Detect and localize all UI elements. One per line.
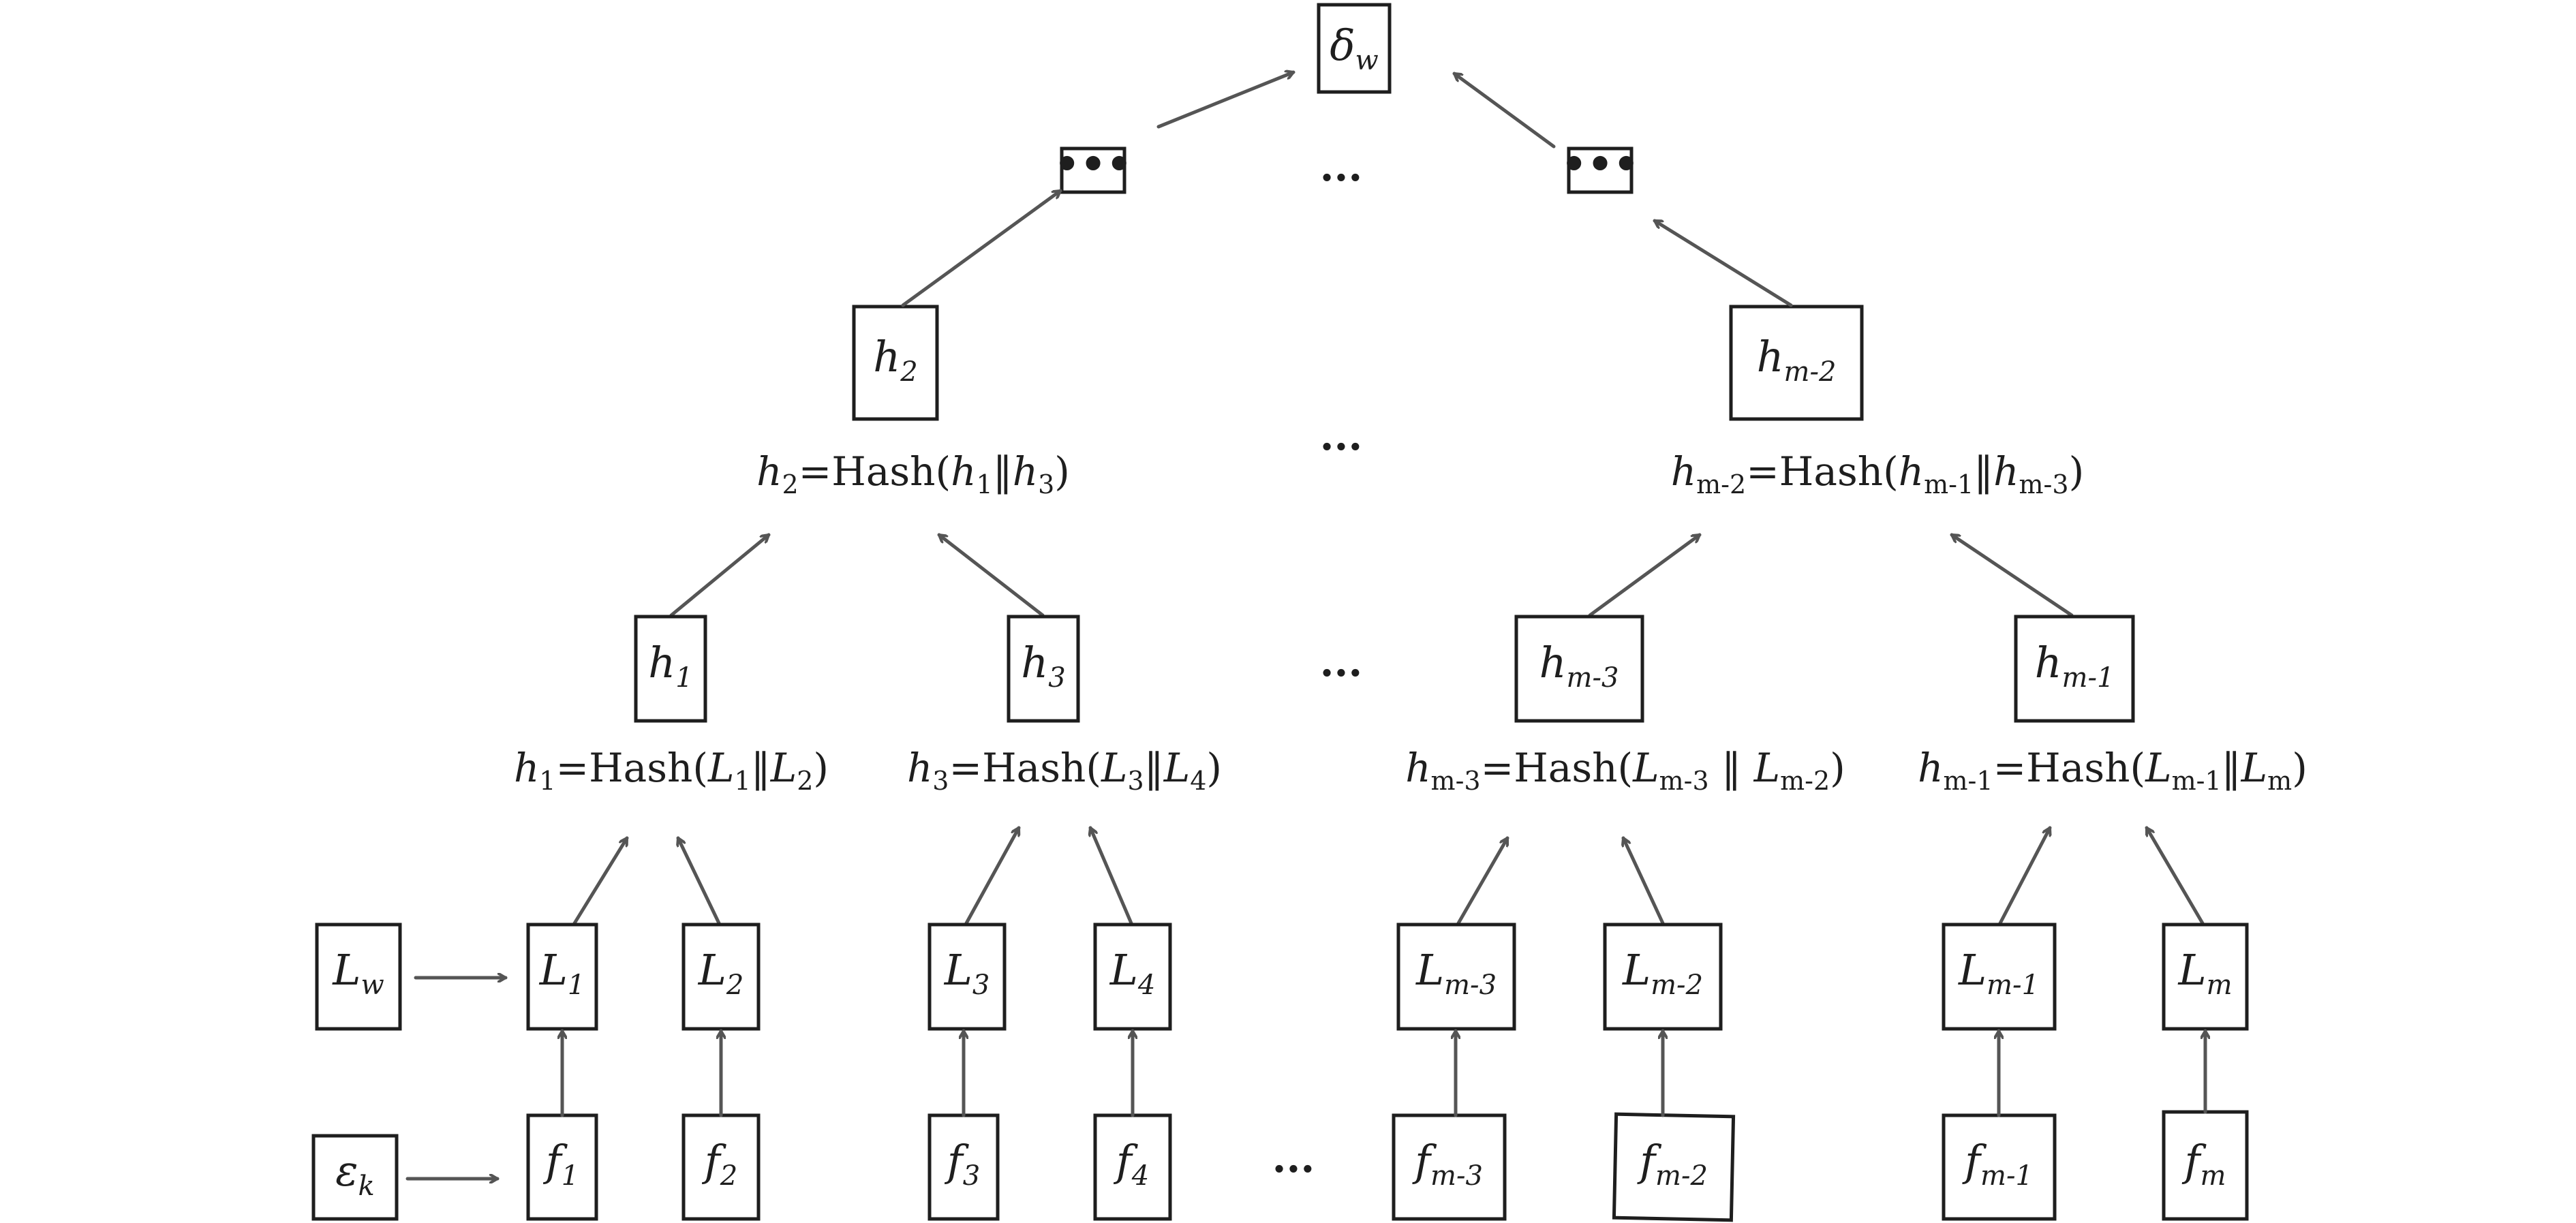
ellipsis-level1: ... bbox=[1320, 638, 1363, 686]
node-h-m-2: hm-2 bbox=[1729, 305, 1864, 421]
arrow-L-m-3-up bbox=[1456, 838, 1509, 925]
arrow-L4-up bbox=[1090, 828, 1133, 925]
leaf-L4: L4 bbox=[1093, 923, 1172, 1031]
arrow-h-m-3-up bbox=[1588, 533, 1700, 617]
node-h2: h2 bbox=[852, 305, 939, 421]
svg-text:εk: εk bbox=[335, 1146, 375, 1202]
svg-text:•••: ••• bbox=[1561, 141, 1639, 189]
node-h-m-1: hm-1 bbox=[2014, 615, 2135, 723]
svg-text:h3: h3 bbox=[1021, 638, 1065, 694]
svg-text:fm-3: fm-3 bbox=[1412, 1136, 1483, 1192]
file-f3: f3 bbox=[927, 1113, 1000, 1221]
root-node: δw bbox=[1317, 3, 1392, 94]
svg-text:Lm: Lm bbox=[2177, 945, 2232, 1001]
file-f4: f4 bbox=[1093, 1113, 1172, 1221]
leaf-L3: L3 bbox=[927, 923, 1007, 1031]
svg-text:f1: f1 bbox=[543, 1136, 579, 1192]
formula-h-m-3: hm-3=Hash(Lm-3 ‖ Lm-2) bbox=[1405, 745, 1845, 796]
node-h1: h1 bbox=[634, 615, 707, 723]
arrow-h1-up bbox=[669, 535, 769, 617]
formula-h-m-2: hm-2=Hash(hm-1‖hm-3) bbox=[1671, 448, 2084, 499]
leaf-L-m: Lm bbox=[2162, 923, 2249, 1031]
file-f1: f1 bbox=[526, 1113, 598, 1221]
arrow-L1-up bbox=[572, 838, 629, 925]
svg-text:hm-3: hm-3 bbox=[1539, 638, 1619, 694]
file-f-m-1: fm-1 bbox=[1942, 1113, 2057, 1221]
file-f-m-3: fm-3 bbox=[1392, 1113, 1507, 1221]
formula-h-m-1: hm-1=Hash(Lm-1‖Lm) bbox=[1918, 745, 2307, 796]
node-h3: h3 bbox=[1007, 615, 1080, 723]
node-epsilon-k: εk bbox=[311, 1134, 399, 1221]
svg-text:Lm-2: Lm-2 bbox=[1622, 945, 1703, 1001]
leaf-L-m-2: Lm-2 bbox=[1603, 923, 1723, 1031]
formula-h1: h1=Hash(L1‖L2) bbox=[514, 745, 829, 796]
svg-text:δw: δw bbox=[1330, 20, 1379, 76]
svg-text:h1: h1 bbox=[648, 638, 692, 694]
file-f-m: fm bbox=[2162, 1110, 2249, 1221]
svg-text:•••: ••• bbox=[1054, 141, 1132, 189]
svg-text:h2: h2 bbox=[873, 332, 917, 388]
svg-text:L3: L3 bbox=[944, 945, 990, 1001]
arrow-to-root-right bbox=[1454, 72, 1556, 149]
leaf-L-m-1: Lm-1 bbox=[1942, 923, 2057, 1031]
ellipsis-files: ... bbox=[1272, 1134, 1315, 1182]
svg-text:Lm-3: Lm-3 bbox=[1415, 945, 1497, 1001]
arrow-L-m-up bbox=[2145, 828, 2205, 925]
svg-text:hm-2: hm-2 bbox=[1757, 332, 1837, 388]
node-h-m-3: hm-3 bbox=[1514, 615, 1644, 723]
svg-text:f4: f4 bbox=[1114, 1136, 1149, 1192]
svg-text:L4: L4 bbox=[1109, 945, 1156, 1001]
arrow-h-m-2-up bbox=[1655, 219, 1793, 307]
formula-h2: h2=Hash(h1‖h3) bbox=[756, 448, 1070, 499]
svg-text:Lw: Lw bbox=[332, 945, 384, 1001]
svg-text:L2: L2 bbox=[698, 945, 744, 1001]
file-f-m-2: fm-2 bbox=[1612, 1112, 1736, 1222]
file-f2: f2 bbox=[681, 1113, 761, 1221]
arrow-L-m-2-up bbox=[1623, 838, 1665, 925]
svg-text:fm: fm bbox=[2182, 1136, 2226, 1192]
arrow-to-root-left bbox=[1156, 72, 1293, 129]
arrow-L-m-1-up bbox=[1998, 828, 2050, 925]
ellipsis-level2: ... bbox=[1320, 412, 1363, 460]
formula-h3: h3=Hash(L3‖L4) bbox=[907, 745, 1222, 796]
root-label: δ bbox=[1330, 20, 1355, 70]
leaf-Lw: Lw bbox=[315, 923, 402, 1031]
root-sub: w bbox=[1355, 45, 1379, 76]
leaf-L1: L1 bbox=[526, 923, 598, 1031]
leaf-L-m-3: Lm-3 bbox=[1396, 923, 1516, 1031]
ellipsis-top: ... bbox=[1320, 143, 1363, 191]
svg-text:Lm-1: Lm-1 bbox=[1958, 945, 2039, 1001]
svg-text:L1: L1 bbox=[539, 945, 585, 1001]
arrow-L2-up bbox=[678, 838, 721, 925]
intermediate-node-left: ••• bbox=[1054, 141, 1133, 194]
leaf-L2: L2 bbox=[681, 923, 761, 1031]
arrow-L3-up bbox=[964, 828, 1021, 925]
arrow-h2-up bbox=[901, 189, 1060, 307]
arrow-h-m-1-up bbox=[1952, 533, 2074, 617]
arrow-h3-up bbox=[939, 533, 1045, 617]
svg-text:f2: f2 bbox=[702, 1136, 737, 1192]
svg-text:fm-2: fm-2 bbox=[1637, 1136, 1708, 1192]
svg-text:hm-1: hm-1 bbox=[2035, 638, 2115, 694]
intermediate-node-right: ••• bbox=[1561, 141, 1640, 194]
